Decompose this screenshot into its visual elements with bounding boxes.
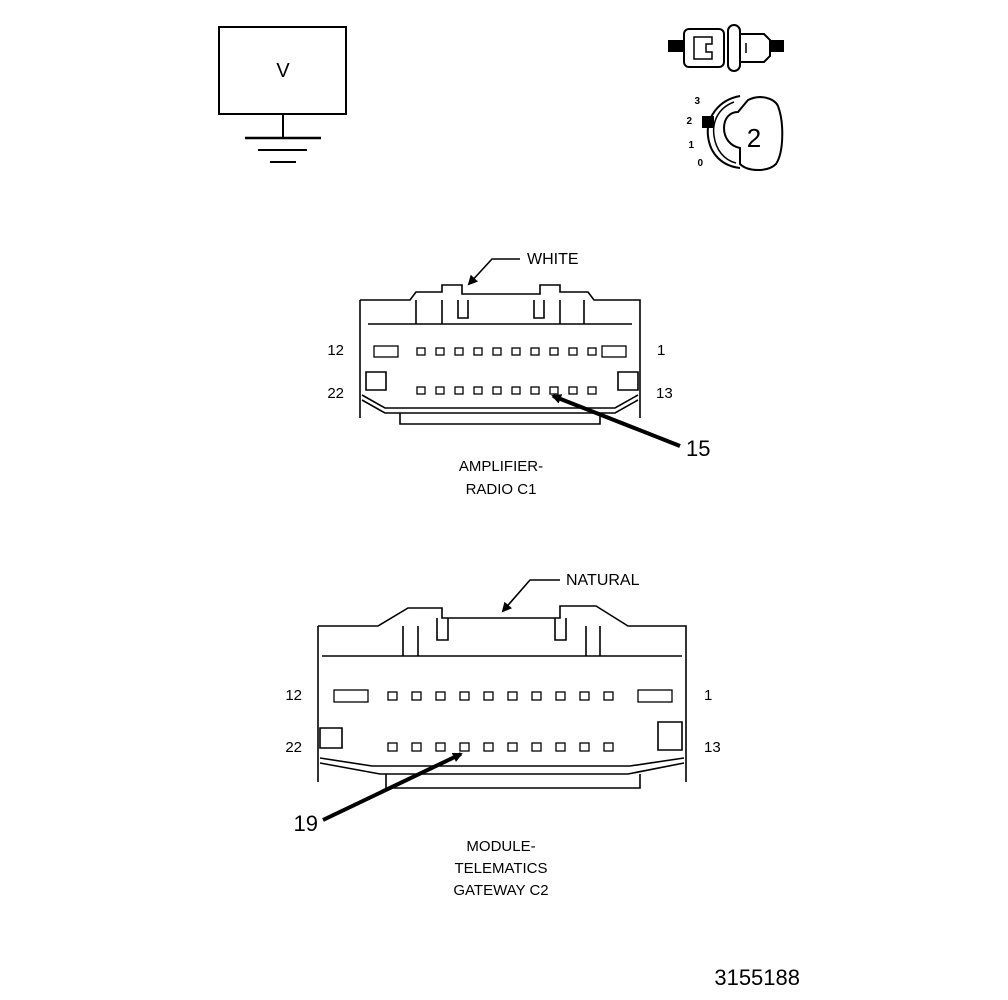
connector-c1-pin-cavities <box>373 345 627 395</box>
figure-id: 3155188 <box>714 965 800 990</box>
connector-c2-color-leader <box>501 579 560 613</box>
switch-selected-position: 2 <box>747 123 761 153</box>
connector-c1-name-line-2: RADIO C1 <box>466 481 537 498</box>
connector-c1-color-label: WHITE <box>527 251 579 268</box>
ground-icon <box>245 114 321 163</box>
connector-c2-name-line-2: TELEMATICS <box>454 860 547 877</box>
connector-c1: WHITE 12 1 22 13 15 AMPLIFIER- RADIO C1 <box>327 251 710 498</box>
connector-c2-name-line-3: GATEWAY C2 <box>453 882 548 899</box>
connector-c1-outline <box>359 284 641 425</box>
connector-c2-pin-label-22: 22 <box>285 739 302 756</box>
connector-c2-pin-cavities <box>333 689 673 752</box>
switch-position-0: 0 <box>697 158 703 169</box>
connector-c2-pin-label-13: 13 <box>704 739 721 756</box>
connector-c1-callout-pin: 15 <box>686 436 710 461</box>
connector-c2-outline <box>317 605 687 789</box>
switch-position-2: 2 <box>686 116 692 127</box>
connector-c2-callout-pin: 19 <box>294 811 318 836</box>
switch-position-1: 1 <box>688 140 694 151</box>
rotary-switch-icon: 3 2 1 0 2 <box>686 95 784 171</box>
voltmeter-symbol: V <box>218 26 347 163</box>
connector-c2-name-line-1: MODULE- <box>466 838 535 855</box>
voltmeter-label: V <box>276 60 290 82</box>
connector-c2-pin-label-12: 12 <box>285 687 302 704</box>
connector-c1-pin-label-1: 1 <box>657 342 665 359</box>
switch-position-3: 3 <box>694 96 700 107</box>
terminal-probe-icon <box>668 24 784 72</box>
connector-c2-pin-label-1: 1 <box>704 687 712 704</box>
connector-c2-color-label: NATURAL <box>566 572 640 589</box>
connector-c2: NATURAL 12 1 22 13 19 MODULE- TELEMATICS… <box>285 572 720 899</box>
connector-c1-pin-label-13: 13 <box>656 385 673 402</box>
connector-c1-pin-label-22: 22 <box>327 385 344 402</box>
connector-c1-color-leader <box>467 258 520 286</box>
connector-c1-name-line-1: AMPLIFIER- <box>459 458 543 475</box>
connector-c1-pin-label-12: 12 <box>327 342 344 359</box>
connector-c2-pin-callout-arrow <box>322 752 463 822</box>
connector-c1-pin-callout-arrow <box>551 394 681 448</box>
